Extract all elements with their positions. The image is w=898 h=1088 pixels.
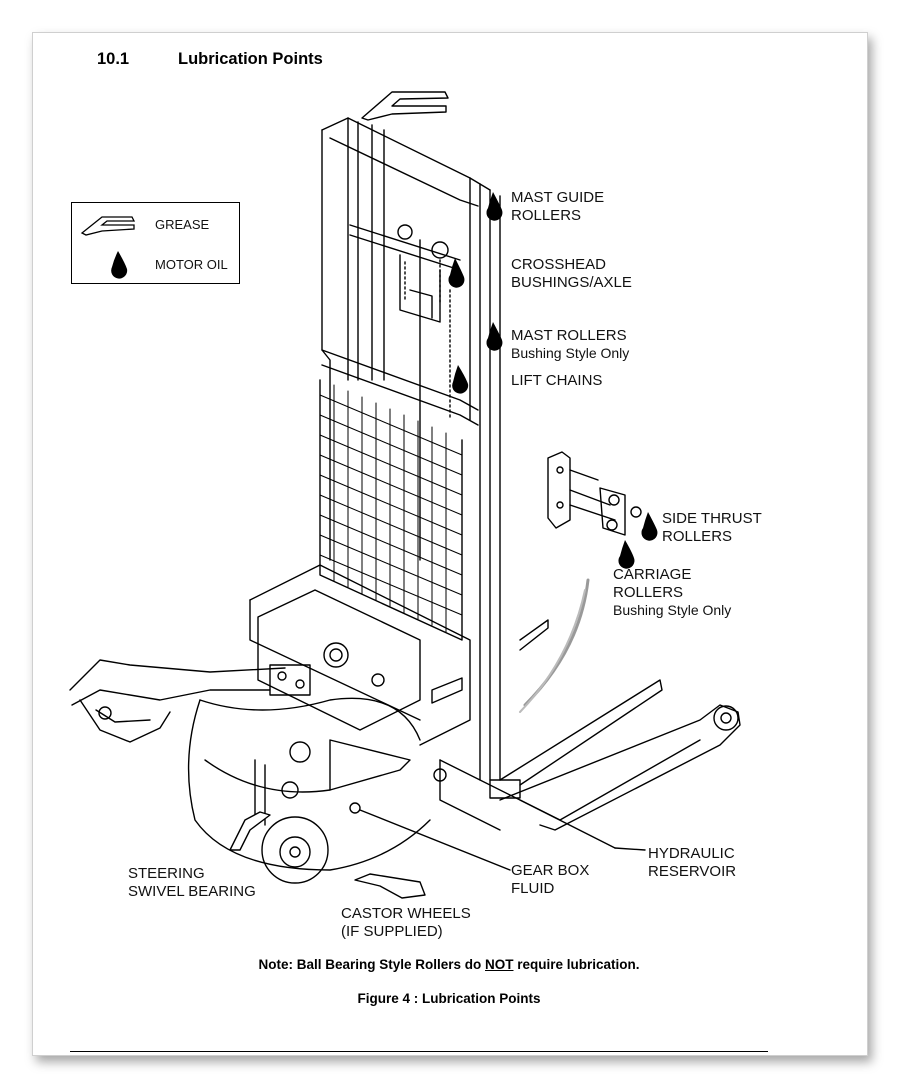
oil-drop-icon — [448, 258, 465, 288]
label-line: MAST GUIDE — [511, 189, 605, 206]
label-line: SIDE THRUST — [662, 510, 762, 527]
label-castor: CASTOR WHEELS (IF SUPPLIED) — [341, 905, 471, 941]
legend-icons — [80, 216, 136, 279]
section-title: Lubrication Points — [178, 50, 323, 68]
note-text: Note: Ball Bearing Style Rollers do NOT … — [0, 957, 898, 972]
label-line: ROLLERS — [613, 584, 684, 601]
oil-drops — [448, 192, 658, 569]
label-gear-box: GEAR BOX FLUID — [511, 862, 589, 898]
label-line: ROLLERS — [662, 528, 733, 545]
label-line: GEAR BOX — [511, 862, 590, 879]
label-line: CARRIAGE — [613, 566, 692, 583]
label-line: ROLLERS — [511, 207, 582, 224]
legend-grease-label: GREASE — [155, 217, 210, 232]
label-line: HYDRAULIC — [648, 845, 735, 862]
label-mast-rollers-note: Bushing Style Only — [511, 345, 630, 361]
oil-drop-icon — [452, 365, 469, 394]
label-mast-rollers: MAST ROLLERS — [511, 327, 627, 344]
label-mast-guide-rollers: MAST GUIDE ROLLERS — [511, 189, 604, 225]
label-carriage-rollers: CARRIAGE ROLLERS — [613, 566, 691, 602]
label-line: RESERVOIR — [648, 863, 737, 880]
legend-box: GREASE MOTOR OIL — [71, 202, 240, 284]
label-steering: STEERING SWIVEL BEARING — [128, 865, 256, 901]
oil-drop-icon — [111, 251, 128, 279]
label-hydraulic-reservoir: HYDRAULIC RESERVOIR — [648, 845, 736, 881]
figure-caption: Figure 4 : Lubrication Points — [357, 991, 541, 1006]
label-carriage-note: Bushing Style Only — [613, 602, 732, 618]
label-line: CASTOR WHEELS — [341, 905, 471, 922]
label-line: SWIVEL BEARING — [128, 883, 256, 900]
oil-drop-icon — [641, 512, 658, 541]
label-line: STEERING — [128, 865, 205, 882]
oil-drop-icon — [618, 540, 635, 569]
label-line: FLUID — [511, 880, 555, 897]
page-divider — [70, 1051, 768, 1052]
label-crosshead: CROSSHEAD BUSHINGS/AXLE — [511, 256, 632, 292]
legend-motor-oil-label: MOTOR OIL — [155, 257, 228, 272]
section-number: 10.1 — [97, 50, 130, 68]
label-line: CROSSHEAD — [511, 256, 607, 273]
note-emphasis: NOT — [485, 957, 514, 972]
oil-drop-icon — [486, 192, 503, 221]
label-line: BUSHINGS/AXLE — [511, 274, 632, 291]
grease-gun-icon — [361, 91, 449, 121]
oil-drop-icon — [486, 322, 503, 351]
label-lift-chains: LIFT CHAINS — [511, 372, 603, 389]
label-line: (IF SUPPLIED) — [341, 923, 443, 940]
label-side-thrust: SIDE THRUST ROLLERS — [662, 510, 762, 546]
grease-gun-icon — [80, 216, 136, 236]
note-suffix: require lubrication. — [513, 957, 640, 972]
note-prefix: Note: Ball Bearing Style Rollers do — [258, 957, 485, 972]
